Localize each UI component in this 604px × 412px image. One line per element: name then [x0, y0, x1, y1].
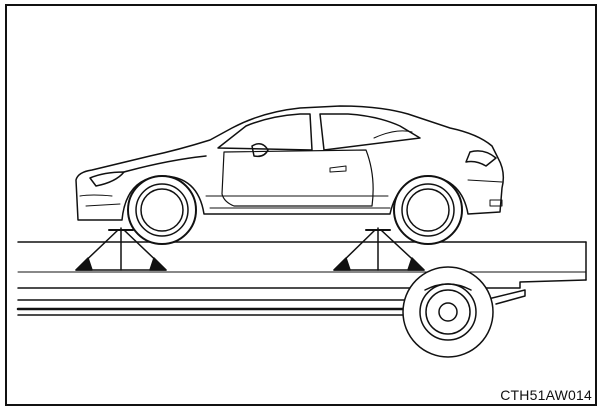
figure-frame	[5, 4, 597, 406]
front-jack-stand	[75, 227, 167, 271]
car-windows	[217, 113, 421, 151]
car-rear-wheel	[393, 175, 463, 245]
car-front-wheel	[127, 175, 197, 245]
trailer-wheel	[402, 266, 494, 358]
car-door	[221, 143, 374, 207]
rear-jack-stand	[333, 227, 425, 271]
trailer-deck	[17, 241, 587, 289]
figure-code: CTH51AW014	[500, 387, 592, 403]
car-body	[75, 105, 505, 221]
